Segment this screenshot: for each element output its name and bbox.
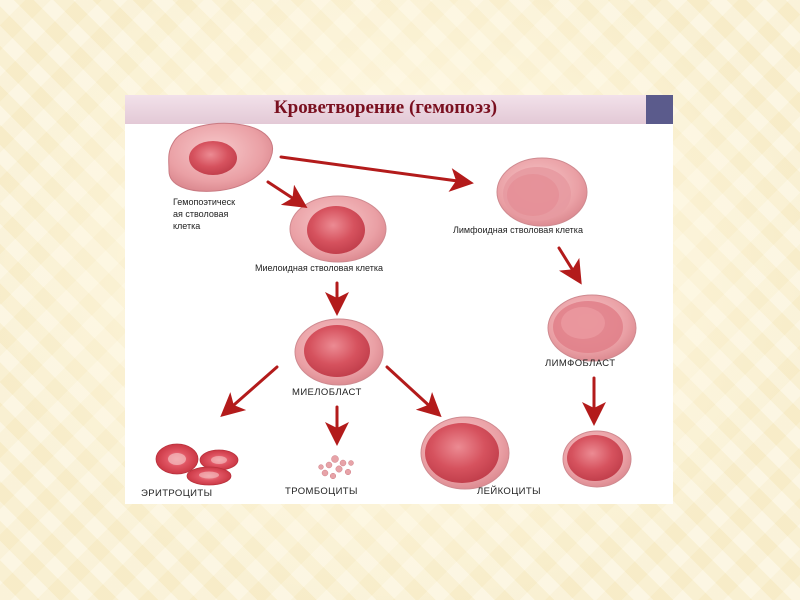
hematopoietic-stem-cell: [169, 123, 273, 191]
myeloblast-cell: [295, 319, 383, 385]
myeloid-stem-cell: [290, 196, 386, 262]
stem-cell-nucleus: [189, 141, 237, 175]
hematopoiesis-diagram: Гемопоэтическ ая стволовая клетка Лимфои…: [125, 95, 673, 504]
thrombocytes-cells: [319, 456, 354, 479]
arrow-stem-to-lymphoid: [281, 157, 465, 182]
lymphoid-stem-cell: [497, 158, 587, 226]
label-hematopoietic-stem-cell: Гемопоэтическ ая стволовая клетка: [173, 197, 238, 231]
hematopoiesis-figure: Кроветворение (гемопоэз): [125, 95, 673, 504]
label-lymphoblast: ЛИМФОБЛАСТ: [545, 358, 615, 369]
arrow-myeloblast-to-erythrocytes: [227, 367, 277, 411]
arrow-stem-to-myeloid: [268, 182, 300, 203]
arrow-lymphoid-to-lymphoblast: [559, 248, 577, 277]
erythrocytes-cells: [156, 444, 238, 485]
label-lymphoid-stem-cell: Лимфоидная стволовая клетка: [453, 225, 583, 235]
label-leukocytes: ЛЕЙКОЦИТЫ: [477, 485, 541, 497]
label-myeloblast: МИЕЛОБЛАСТ: [292, 387, 362, 398]
leukocytes-cell: [421, 417, 509, 489]
arrow-myeloblast-to-leukocytes: [387, 367, 435, 411]
lymphoblast-cell: [548, 295, 636, 361]
label-thrombocytes: ТРОМБОЦИТЫ: [285, 486, 358, 497]
label-erythrocytes: ЭРИТРОЦИТЫ: [141, 488, 212, 499]
lymphocyte-cell: [563, 431, 631, 487]
label-myeloid-stem-cell: Миелоидная стволовая клетка: [255, 263, 383, 273]
